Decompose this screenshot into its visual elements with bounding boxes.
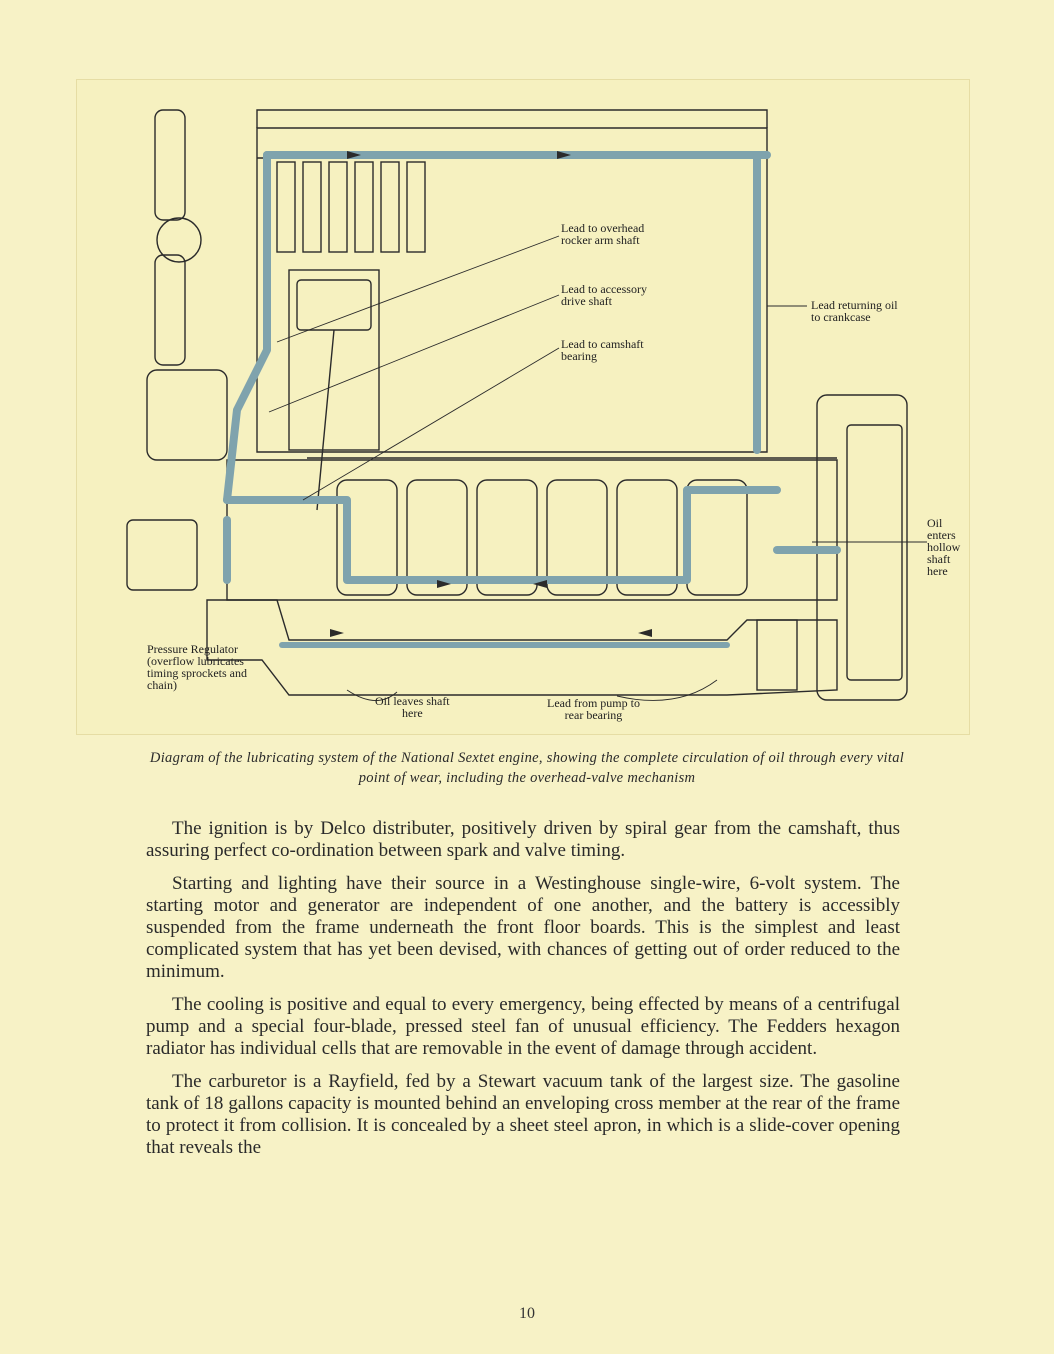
fan-hub (156, 217, 202, 263)
fan-blade-lower (154, 254, 186, 366)
engine-lubrication-diagram: Lead to overhead rocker arm shaft Lead t… (76, 79, 970, 735)
oil-pan (206, 599, 838, 696)
cylinder-bore (288, 269, 380, 451)
label-lead-pump: Lead from pump to rear bearing (547, 696, 640, 722)
piston (296, 279, 372, 331)
label-lead-camshaft: Lead to camshaft bearing (561, 337, 644, 363)
passage-crank (223, 486, 781, 584)
paragraph-starting-lighting: Starting and lighting have their source … (146, 873, 900, 982)
paragraph-carburetor: The carburetor is a Rayfield, fed by a S… (146, 1071, 900, 1158)
label-lead-overhead: Lead to overhead rocker arm shaft (561, 221, 645, 247)
pump-housing (126, 519, 198, 591)
figure-caption: Diagram of the lubricating system of the… (149, 750, 905, 786)
label-oil-leaves: Oil leaves shaft here (375, 694, 450, 720)
paragraph-cooling: The cooling is positive and equal to eve… (146, 994, 900, 1059)
oil-pump (756, 619, 798, 691)
leader-lines (268, 235, 927, 701)
flow-arrows (330, 151, 652, 637)
fan-blade-upper (154, 109, 186, 221)
timing-case-upper (146, 369, 228, 461)
label-oil-enters: Oil enters hollow shaft here (927, 516, 961, 578)
passage-front-riser (223, 151, 271, 504)
paragraph-ignition: The ignition is by Delco distributer, po… (146, 818, 900, 861)
cylinder-block-outline (256, 127, 768, 453)
label-lead-accessory: Lead to accessory drive shaft (561, 282, 647, 308)
engine-drawing (126, 109, 927, 701)
oil-passages (223, 151, 841, 648)
label-pressure-regulator: Pressure Regulator (overflow lubricates … (147, 642, 247, 692)
valve-mechanism (276, 161, 426, 253)
page-number: 10 (519, 1305, 535, 1322)
label-lead-returning: Lead returning oil to crankcase (811, 298, 898, 324)
article-body: The ignition is by Delco distributer, po… (146, 818, 900, 1170)
